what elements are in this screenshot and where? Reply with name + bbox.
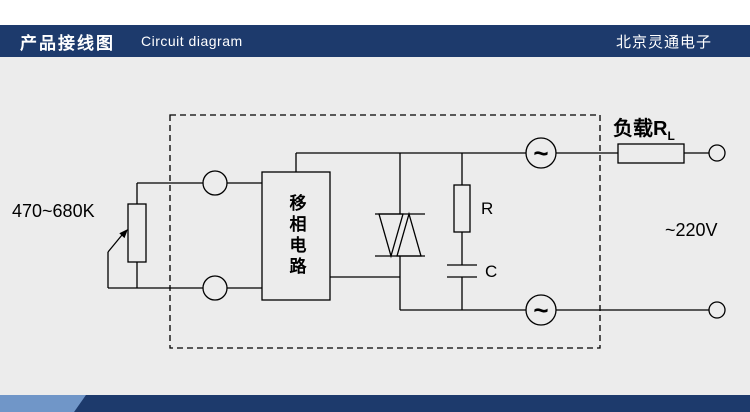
page-title-zh: 产品接线图 bbox=[20, 33, 115, 53]
ac-waveform-symbol-top: ~ bbox=[533, 138, 549, 168]
load-label: 负载RL bbox=[613, 112, 675, 143]
diagram-background bbox=[0, 57, 750, 396]
wires bbox=[107, 152, 709, 311]
module-boundary bbox=[169, 114, 601, 349]
wiper-arrowhead bbox=[119, 229, 128, 239]
footer-accent-shape bbox=[0, 395, 86, 412]
resistor-symbol bbox=[453, 184, 471, 233]
footer-bar bbox=[0, 395, 750, 412]
input-terminal-bottom bbox=[202, 275, 228, 301]
resistor-label: R bbox=[481, 199, 494, 218]
triac-symbol bbox=[375, 211, 425, 259]
capacitor-label: C bbox=[485, 262, 498, 281]
potentiometer-value-label: 470~680K bbox=[12, 201, 95, 221]
phase-shift-box-label: 移相电路 bbox=[286, 194, 306, 278]
voltage-label: ~220V bbox=[665, 220, 718, 240]
output-terminal-top bbox=[708, 144, 726, 162]
load-label-subscript: L bbox=[667, 129, 675, 143]
input-terminal-top bbox=[202, 170, 228, 196]
page-title-en: Circuit diagram bbox=[141, 33, 243, 49]
load-label-text: 负载R bbox=[613, 118, 668, 140]
capacitor-symbol bbox=[447, 264, 477, 278]
ac-source-top bbox=[525, 137, 557, 169]
header-bar: 产品接线图 Circuit diagram 北京灵通电子 bbox=[0, 25, 750, 57]
potentiometer-symbol bbox=[107, 203, 147, 263]
ac-waveform-symbol-bottom: ~ bbox=[533, 295, 549, 325]
phase-shift-box bbox=[261, 171, 331, 301]
output-terminal-bottom bbox=[708, 301, 726, 319]
load-resistor-symbol bbox=[617, 143, 685, 164]
ac-source-bottom bbox=[525, 294, 557, 326]
brand-name: 北京灵通电子 bbox=[615, 33, 712, 51]
